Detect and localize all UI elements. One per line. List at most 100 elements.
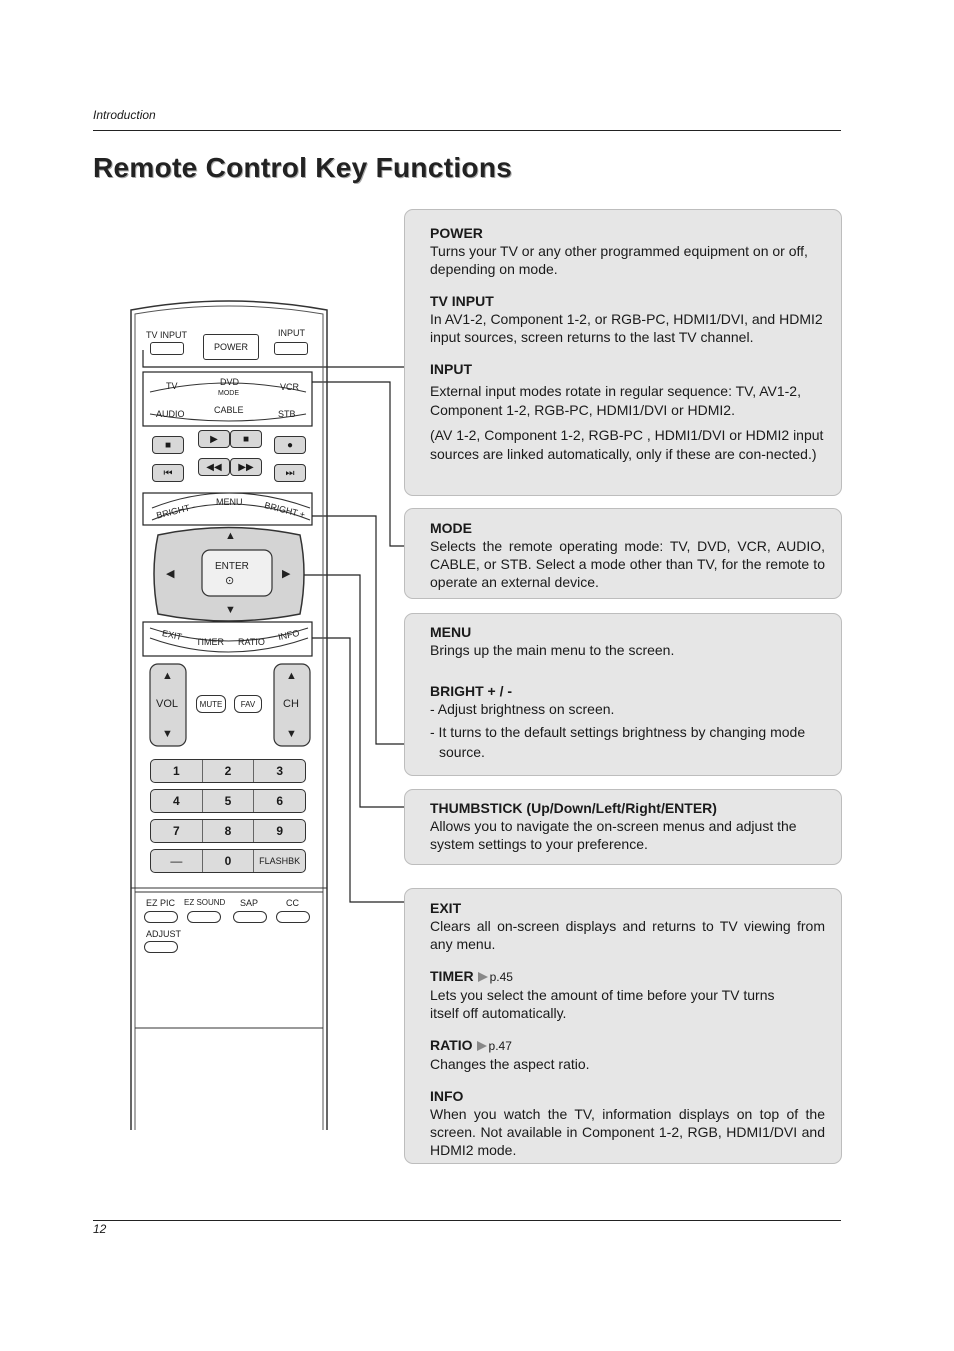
keypad-row: — 0 FLASHBK [150,849,306,873]
cc-label: CC [286,898,299,908]
tv-input-description: In AV1-2, Component 1-2, or RGB-PC, HDMI… [430,311,823,345]
ez-sound-button[interactable] [187,911,221,923]
input-note: (AV 1-2, Component 1-2, RGB-PC , HDMI1/D… [430,427,824,462]
key-9[interactable]: 9 [276,824,284,838]
mode-callout: MODE Selects the remote operating mode: … [404,508,842,599]
timer-page-ref: p.45 [489,970,513,984]
enter-button[interactable]: ENTER [215,561,249,572]
power-input-callout: POWER Turns your TV or any other program… [404,209,842,496]
info-description: When you watch the TV, information displ… [430,1106,825,1158]
skip-back-icon: ⏮ [163,467,173,479]
arrow-up-icon[interactable]: ▲ [225,530,236,542]
menu-bright-callout: MENU Brings up the main menu to the scre… [404,613,842,776]
ch-down-icon[interactable]: ▼ [286,728,297,740]
pause-button[interactable]: ■ [230,430,262,448]
keypad-row: 1 2 3 [150,759,306,783]
ez-pic-button[interactable] [144,911,178,923]
mode-heading: MODE [430,520,472,536]
page-title: Remote Control Key Functions [93,152,513,183]
mode-audio-button[interactable]: AUDIO [156,409,185,419]
play-button[interactable]: ▶ [198,430,230,448]
menu-heading: MENU [430,624,472,640]
exit-heading: EXIT [430,900,462,916]
ch-label: CH [283,698,299,710]
key-8[interactable]: 8 [203,820,255,842]
remote-control: TV INPUT INPUT POWER TV DVD VCR MODE AUD… [128,298,330,1130]
record-icon: ● [286,439,294,451]
skip-back-button[interactable]: ⏮ [152,464,184,482]
section-label: Introduction [93,108,156,122]
mode-vcr-button[interactable]: VCR [280,382,300,392]
arrow-down-icon[interactable]: ▼ [225,604,236,616]
info-heading: INFO [430,1088,464,1104]
mute-button[interactable]: MUTE [196,695,226,713]
cc-button[interactable] [276,911,310,923]
mode-cable-button[interactable]: CABLE [214,405,244,415]
adjust-label: ADJUST [146,929,182,939]
key-1[interactable]: 1 [151,760,203,782]
callout-line-mode [312,381,404,547]
key-3[interactable]: 3 [276,764,284,778]
input-label: INPUT [278,328,305,338]
key-4[interactable]: 4 [151,790,203,812]
keypad-row: 7 8 9 [150,819,306,843]
key-5[interactable]: 5 [203,790,255,812]
skip-forward-button[interactable]: ⏭ [274,464,306,482]
mode-label: MODE [218,390,239,397]
timer-description: Lets you select the amount of time befor… [430,987,775,1021]
page-number: 12 [93,1222,107,1236]
vol-up-icon[interactable]: ▲ [162,670,173,682]
menu-description: Brings up the main menu to the screen. [430,642,675,658]
stop-button[interactable]: ■ [152,436,184,454]
menu-button[interactable]: MENU [216,497,243,507]
tv-input-button[interactable] [150,342,184,355]
footer-rule [93,1220,841,1221]
ratio-description: Changes the aspect ratio. [430,1056,590,1072]
bright-line-1: - Adjust brightness on screen. [430,701,615,717]
sap-button[interactable] [233,911,267,923]
mode-dvd-button[interactable]: DVD [220,377,240,387]
sap-label: SAP [240,898,259,908]
arrow-right-icon[interactable]: ▶ [282,568,291,580]
input-heading: INPUT [430,361,472,377]
page-ref-arrow-icon [476,1041,487,1051]
callout-line-thumbstick [302,574,404,808]
power-heading: POWER [430,225,483,241]
flashbk-button[interactable]: FLASHBK [259,856,301,866]
thumbstick-heading: THUMBSTICK (Up/Down/Left/Right/ENTER) [430,800,717,816]
input-button[interactable] [274,342,308,355]
key-7[interactable]: 7 [151,820,203,842]
callout-line-exit [312,637,404,903]
fav-button[interactable]: FAV [234,695,262,713]
mode-stb-button[interactable]: STB [278,409,296,419]
ratio-page-ref: p.47 [488,1039,512,1053]
bright-line-2: - It turns to the default settings brigh… [430,724,806,760]
key-0[interactable]: 0 [203,850,255,872]
adjust-button[interactable] [144,941,178,953]
timer-button[interactable]: TIMER [196,637,224,647]
power-button[interactable]: POWER [203,334,259,360]
ratio-heading: RATIO [430,1037,473,1053]
keypad-row: 4 5 6 [150,789,306,813]
rewind-button[interactable]: ◀◀ [198,458,230,476]
mode-tv-button[interactable]: TV [166,381,178,391]
bright-heading: BRIGHT + / - [430,683,513,699]
callout-line-menu [312,515,404,745]
exit-description: Clears all on-screen displays and return… [430,918,825,952]
key-2[interactable]: 2 [203,760,255,782]
ch-up-icon[interactable]: ▲ [286,670,297,682]
arrow-left-icon[interactable]: ◀ [166,568,175,580]
play-icon: ▶ [210,433,218,445]
fast-forward-button[interactable]: ▶▶ [230,458,262,476]
vol-label: VOL [156,698,179,710]
key-dash[interactable]: — [151,850,203,872]
callout-line-power [142,350,404,368]
skip-forward-icon: ⏭ [285,467,295,479]
vol-down-icon[interactable]: ▼ [162,728,173,740]
ez-pic-label: EZ PIC [146,898,176,908]
key-6[interactable]: 6 [276,794,284,808]
record-button[interactable]: ● [274,436,306,454]
ratio-button[interactable]: RATIO [238,637,265,647]
tv-input-label: TV INPUT [146,330,188,340]
input-description: External input modes rotate in regular s… [430,383,801,418]
